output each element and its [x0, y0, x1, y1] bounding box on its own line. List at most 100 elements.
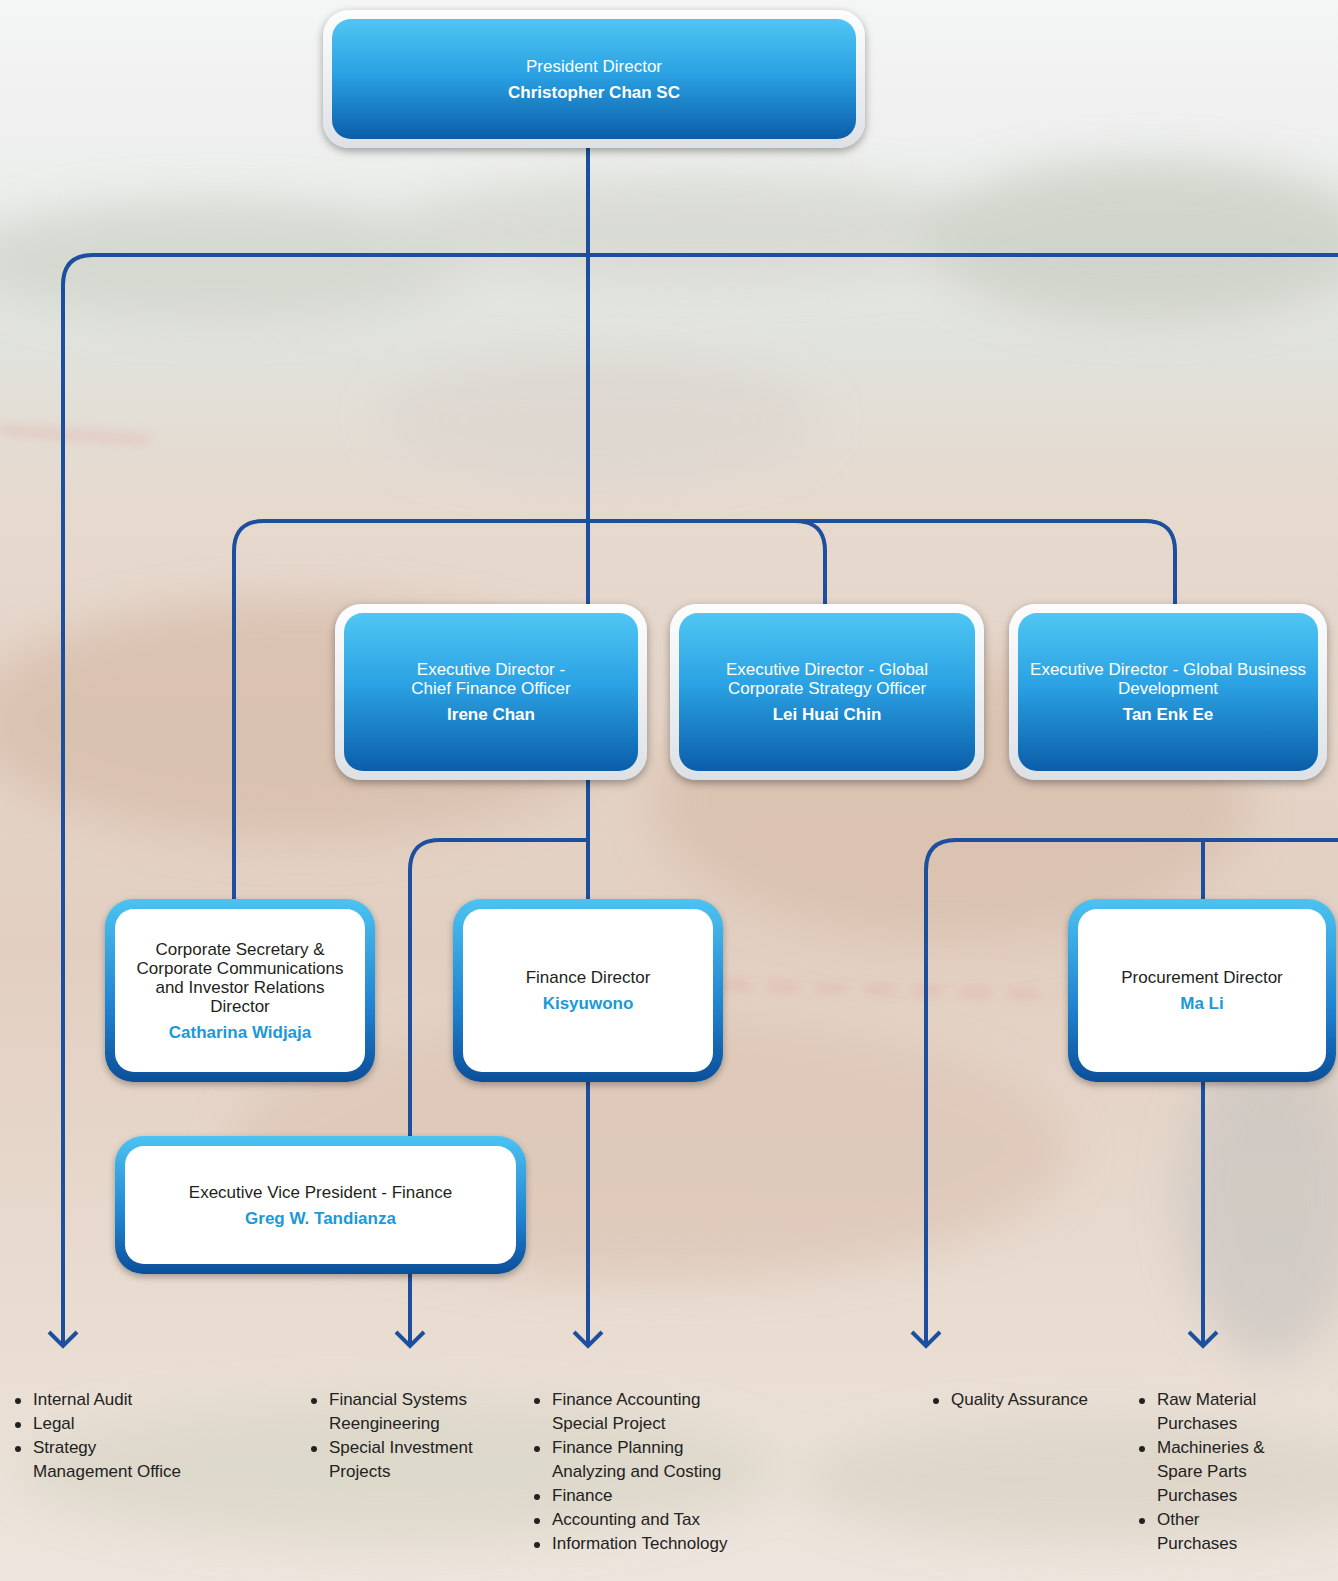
unit-label: Accounting and Tax: [552, 1510, 700, 1529]
bullet-dot: [15, 1422, 21, 1428]
president-box: President DirectorChristopher Chan SC: [323, 10, 865, 148]
unit-label: Financial Systems Reengineering: [329, 1390, 467, 1433]
arrow-head: [1189, 1332, 1217, 1346]
reporting-line: [588, 148, 825, 604]
executive-box: Executive Director - Global Business Dev…: [1009, 604, 1327, 780]
bullet-item: Finance: [530, 1484, 728, 1508]
branch-line: [1201, 840, 1205, 899]
person-name: Lei Huai Chin: [773, 705, 882, 724]
arrow-head: [912, 1332, 940, 1346]
bullet-list: Finance Accounting Special ProjectFinanc…: [530, 1388, 728, 1556]
position-title: Executive Director - Global Corporate St…: [691, 660, 963, 698]
position-title: Corporate Secretary & Corporate Communic…: [129, 940, 351, 1016]
bullet-item: Accounting and Tax: [530, 1508, 728, 1532]
bullet-dot: [311, 1446, 317, 1452]
bullet-list: Raw Material PurchasesMachineries & Spar…: [1135, 1388, 1266, 1556]
branch-line: [1201, 1082, 1205, 1346]
bullet-list: Financial Systems ReengineeringSpecial I…: [307, 1388, 479, 1484]
bullet-item: Strategy Management Office: [11, 1436, 188, 1484]
reporting-line: [234, 148, 588, 899]
person-name: Ma Li: [1180, 994, 1223, 1013]
box-face: Executive Director - Global Business Dev…: [1018, 613, 1318, 771]
position-title: Finance Director: [526, 968, 651, 987]
grass-patch: [800, 1420, 1338, 1540]
bullet-dot: [534, 1398, 540, 1404]
bullet-item: Other Purchases: [1135, 1508, 1266, 1556]
position-title: Executive Vice President - Finance: [189, 1183, 452, 1202]
person-name: Tan Enk Ee: [1123, 705, 1213, 724]
bullet-dot: [15, 1398, 21, 1404]
bullet-dot: [534, 1494, 540, 1500]
bullet-item: Raw Material Purchases: [1135, 1388, 1266, 1436]
box-face: Procurement Director Ma Li: [1078, 909, 1326, 1072]
branch-line: [586, 1082, 590, 1346]
person-name: Irene Chan: [447, 705, 535, 724]
arrow-head: [396, 1332, 424, 1346]
box-face: Executive Director - Global Corporate St…: [679, 613, 975, 771]
bullet-item: Finance Planning Analyzing and Costing: [530, 1436, 728, 1484]
arrow-head: [574, 1332, 602, 1346]
unit-label: Internal Audit: [33, 1390, 132, 1409]
unit-label: Special Investment Projects: [329, 1438, 473, 1481]
unit-label: Legal: [33, 1414, 75, 1433]
bullet-item: Legal: [11, 1412, 188, 1436]
vice-president-box: Executive Vice President - FinanceGreg W…: [115, 1136, 526, 1274]
box-face: Corporate Secretary & Corporate Communic…: [115, 909, 365, 1072]
box-face: Finance DirectorKisyuwono: [463, 909, 713, 1072]
bullet-item: Internal Audit: [11, 1388, 188, 1412]
unit-label: Other Purchases: [1157, 1510, 1237, 1553]
box-face: President DirectorChristopher Chan SC: [332, 19, 856, 139]
tape-streak: [0, 430, 150, 440]
position-title: Executive Director - Chief Finance Offic…: [399, 660, 584, 698]
director-box: Procurement Director Ma Li: [1068, 899, 1336, 1082]
unit-label: Quality Assurance: [951, 1390, 1088, 1409]
bullet-dot: [1139, 1446, 1145, 1452]
executive-box: Executive Director - Global Corporate St…: [670, 604, 984, 780]
bullet-dot: [1139, 1518, 1145, 1524]
box-face: Executive Director - Chief Finance Offic…: [344, 613, 638, 771]
tape-streak: [720, 985, 1060, 995]
branch-line: [926, 840, 1338, 1346]
person-name: Kisyuwono: [543, 994, 634, 1013]
bullet-item: Special Investment Projects: [307, 1436, 479, 1484]
tree-line: [920, 160, 1338, 320]
bullet-list: Quality Assurance: [929, 1388, 1119, 1412]
bullet-item: Financial Systems Reengineering: [307, 1388, 479, 1436]
position-title: Executive Director - Global Business Dev…: [1030, 660, 1306, 698]
unit-label: Finance: [552, 1486, 612, 1505]
person-name: Christopher Chan SC: [508, 83, 680, 102]
bullet-dot: [534, 1518, 540, 1524]
reporting-line: [588, 148, 1175, 604]
unit-label: Information Technology: [552, 1534, 727, 1553]
director-box: Finance DirectorKisyuwono: [453, 899, 723, 1082]
bullet-item: Machineries & Spare Parts Purchases: [1135, 1436, 1266, 1508]
bullet-dot: [933, 1398, 939, 1404]
bullet-item: Quality Assurance: [929, 1388, 1119, 1412]
bullet-list: Internal AuditLegalStrategy Management O…: [11, 1388, 188, 1484]
branch-line: [63, 255, 588, 1346]
box-face: Executive Vice President - FinanceGreg W…: [125, 1146, 516, 1264]
person-name: Catharina Widjaja: [169, 1023, 312, 1042]
unit-label: Finance Planning Analyzing and Costing: [552, 1438, 721, 1481]
bullet-item: Information Technology: [530, 1532, 728, 1556]
director-box: Corporate Secretary & Corporate Communic…: [105, 899, 375, 1082]
position-title: President Director: [526, 57, 662, 76]
bullet-item: Finance Accounting Special Project: [530, 1388, 728, 1436]
arrow-head: [49, 1332, 77, 1346]
bullet-dot: [15, 1446, 21, 1452]
unit-label: Machineries & Spare Parts Purchases: [1157, 1438, 1265, 1505]
unit-label: Strategy Management Office: [33, 1438, 181, 1481]
unit-label: Finance Accounting Special Project: [552, 1390, 700, 1433]
person-name: Greg W. Tandianza: [245, 1209, 396, 1228]
position-title: Procurement Director: [1121, 968, 1283, 987]
branch-line: [588, 253, 1338, 257]
unit-label: Raw Material Purchases: [1157, 1390, 1256, 1433]
bike-blur: [1180, 1040, 1338, 1360]
bullet-dot: [534, 1446, 540, 1452]
executive-box: Executive Director - Chief Finance Offic…: [335, 604, 647, 780]
vehicle-blur: [380, 360, 820, 480]
